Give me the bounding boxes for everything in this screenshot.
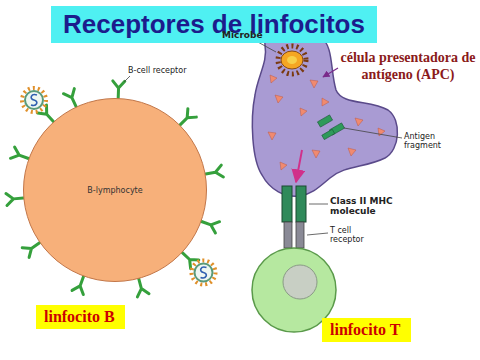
t-cell-receptor [284, 222, 304, 248]
cell-type-tag: linfocito T [322, 318, 411, 342]
leader-line [309, 204, 328, 205]
b-cell-receptors [6, 81, 223, 297]
node-text: linfocito B [44, 308, 117, 326]
virus [22, 88, 216, 285]
leader-line [307, 233, 328, 235]
part-label: Antigen fragment [404, 132, 460, 150]
antigen-fragments [317, 115, 344, 140]
leader-line [124, 76, 130, 82]
node-text: célula presentadora de antígeno (APC) [340, 50, 476, 84]
cell-type-tag: linfocito B [36, 305, 125, 329]
cell-caption: célula presentadora de antígeno (APC) [340, 50, 476, 84]
mhc-molecule [282, 186, 306, 222]
b-lymphocyte-cell: B-lymphocyte [23, 98, 207, 282]
part-label: Microbe [222, 30, 263, 40]
leader-line [344, 128, 402, 138]
part-label: T cell receptor [330, 226, 382, 244]
leader-arrow [323, 68, 338, 77]
microbe [278, 46, 306, 74]
transport-arrow [296, 150, 302, 182]
part-label: Class II MHC molecule [330, 196, 404, 217]
node-text: linfocito T [330, 321, 403, 339]
antigen-pieces [268, 75, 385, 170]
node-text: B-lymphocyte [87, 186, 142, 195]
title-banner: Receptores de linfocitos [51, 6, 377, 43]
part-label: B-cell receptor [128, 66, 186, 75]
